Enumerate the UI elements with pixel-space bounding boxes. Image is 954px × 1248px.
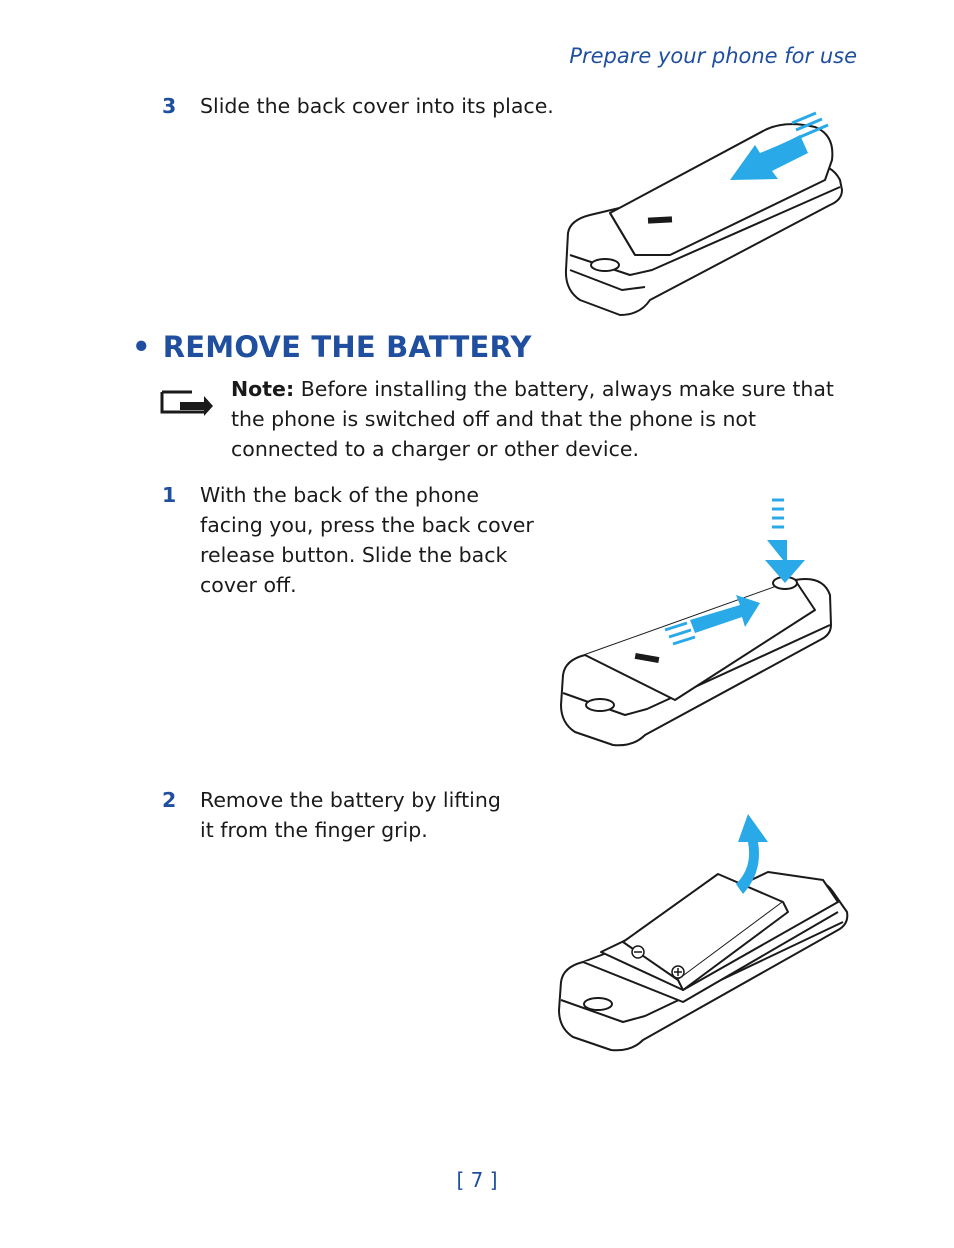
step-number: 3 bbox=[162, 94, 177, 118]
press-arrow-icon bbox=[765, 498, 805, 583]
step-text: Slide the back cover into its place. bbox=[200, 94, 554, 118]
step-text: With the back of the phone facing you, p… bbox=[200, 483, 534, 597]
note-body: Before installing the battery, always ma… bbox=[231, 377, 834, 461]
note-label: Note: bbox=[231, 377, 295, 401]
step-number: 1 bbox=[162, 483, 177, 507]
page-number: [ 7 ] bbox=[456, 1168, 498, 1192]
note-icon bbox=[160, 390, 213, 416]
note-text: Note: Before installing the battery, alw… bbox=[231, 374, 851, 464]
phone-slide-cover-illustration bbox=[564, 111, 843, 316]
section-heading: • REMOVE THE BATTERY bbox=[132, 330, 532, 364]
step-text: Remove the battery by lifting it from th… bbox=[200, 788, 501, 842]
running-head: Prepare your phone for use bbox=[569, 44, 857, 68]
slide-arrow-icon bbox=[730, 111, 829, 180]
section-bullet: • bbox=[132, 330, 151, 364]
phone-release-cover-illustration bbox=[560, 498, 832, 747]
phone-remove-battery-illustration bbox=[558, 814, 849, 1052]
section-title: REMOVE THE BATTERY bbox=[162, 330, 532, 364]
slide-arrow-icon bbox=[664, 595, 760, 646]
step-number: 2 bbox=[162, 788, 177, 812]
lift-arrow-icon bbox=[736, 814, 768, 894]
